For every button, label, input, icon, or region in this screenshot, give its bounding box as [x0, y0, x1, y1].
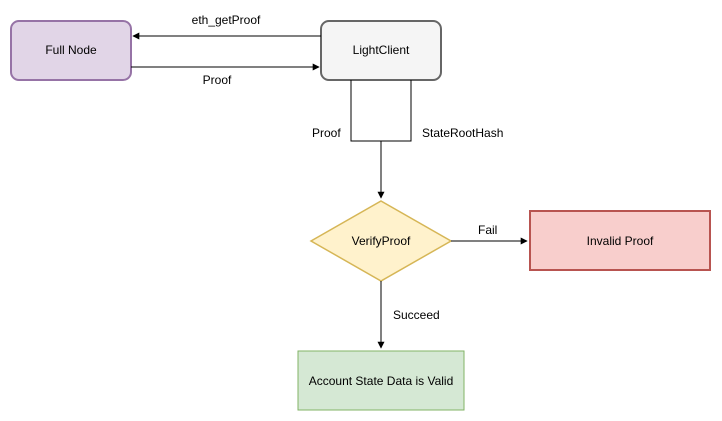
invalid-proof-box: Invalid Proof	[529, 210, 711, 271]
light-client-label: LightClient	[353, 43, 410, 57]
proof-return-label: Proof	[203, 73, 232, 87]
valid-label: Account State Data is Valid	[309, 374, 454, 388]
succeed-label: Succeed	[393, 308, 440, 322]
proof-in-label: Proof	[312, 126, 341, 140]
light-client-box: LightClient	[320, 20, 442, 81]
verify-proof-label: VerifyProof	[352, 234, 411, 248]
merge-connector	[350, 80, 412, 142]
full-node-label: Full Node	[45, 43, 97, 57]
fail-label: Fail	[478, 223, 497, 237]
full-node-box: Full Node	[10, 20, 132, 81]
verify-proof-diamond: VerifyProof	[309, 200, 453, 282]
get-proof-label: eth_getProof	[192, 13, 261, 27]
state-root-label: StateRootHash	[422, 126, 503, 140]
valid-box: Account State Data is Valid	[297, 350, 465, 411]
invalid-proof-label: Invalid Proof	[587, 234, 654, 248]
